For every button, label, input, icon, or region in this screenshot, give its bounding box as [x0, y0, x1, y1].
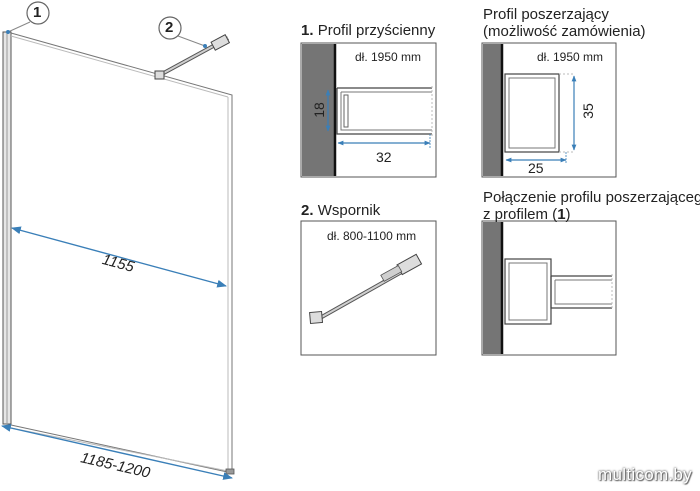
connection-detail [481, 220, 617, 356]
profile-wall-length: dł. 1950 mm [355, 50, 422, 64]
profile-ext-width: 25 [528, 160, 544, 176]
profile-wall-height: 18 [310, 102, 327, 118]
connection-title-prefix: z profilem ( [483, 206, 558, 223]
callout-1 [6, 1, 50, 34]
connection-title-number: 1 [557, 206, 566, 223]
dim-inner-line [11, 226, 227, 288]
connection-title-1: Połączenie profilu poszerzającego [483, 189, 700, 206]
dim-total-line [1, 424, 233, 480]
glass-panel-drawing [1, 1, 235, 480]
watermark: multicom.by [598, 465, 692, 484]
profile-ext-title-1: Profil poszerzający [483, 6, 609, 23]
profile-ext-length: dł. 1950 mm [537, 50, 604, 64]
profile-ext-detail [481, 42, 617, 178]
profile-ext-title-2: (możliwość zamówienia) [483, 23, 646, 40]
support-detail [300, 220, 437, 356]
glass-outline [10, 32, 233, 474]
callout-1-label: 1 [33, 4, 42, 21]
profile-wall-width: 32 [376, 149, 392, 165]
connection-title-2: z profilem (1) [483, 207, 571, 222]
support-number: 2. [301, 202, 314, 219]
profile-wall-detail [300, 42, 437, 178]
support-length: dł. 800-1100 mm [327, 229, 417, 243]
callout-2 [158, 16, 207, 48]
support-bar [154, 34, 231, 80]
support-title-text: Wspornik [317, 202, 381, 219]
profile-wall-title: 1. Profil przyścienny [301, 23, 435, 38]
profile-ext-height: 35 [579, 103, 596, 119]
profile-wall-title-text: Profil przyścienny [317, 22, 436, 39]
profile-wall-number: 1. [301, 22, 314, 39]
callout-2-label: 2 [165, 19, 174, 36]
connection-title-suffix: ) [565, 206, 571, 223]
support-title: 2. Wspornik [301, 203, 380, 218]
